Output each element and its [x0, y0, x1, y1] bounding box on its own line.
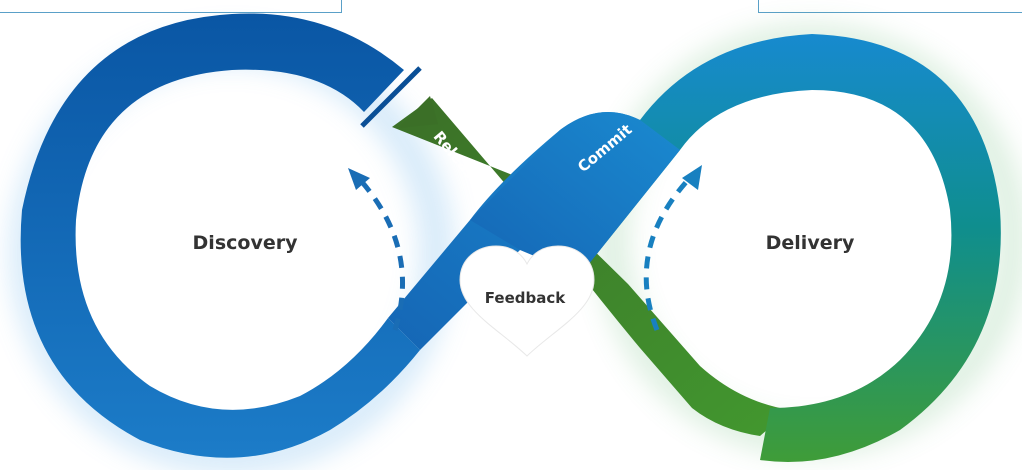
frame-top-left [0, 0, 342, 13]
right-dashed-arrow [643, 178, 690, 331]
left-dashed-arrow [360, 180, 406, 331]
feedback-label: Feedback [485, 289, 566, 307]
left-loop [20, 13, 421, 458]
feedback-heart-icon [459, 245, 595, 357]
release-arrow-head [398, 96, 438, 128]
commit-band-upper [470, 112, 680, 275]
left-arrow-head-icon [348, 168, 370, 190]
frame-top-right [758, 0, 1022, 13]
left-loop-endcap [360, 66, 422, 128]
right-arrow-head-icon [682, 165, 702, 190]
discovery-label: Discovery [193, 232, 299, 254]
delivery-label: Delivery [766, 232, 855, 254]
